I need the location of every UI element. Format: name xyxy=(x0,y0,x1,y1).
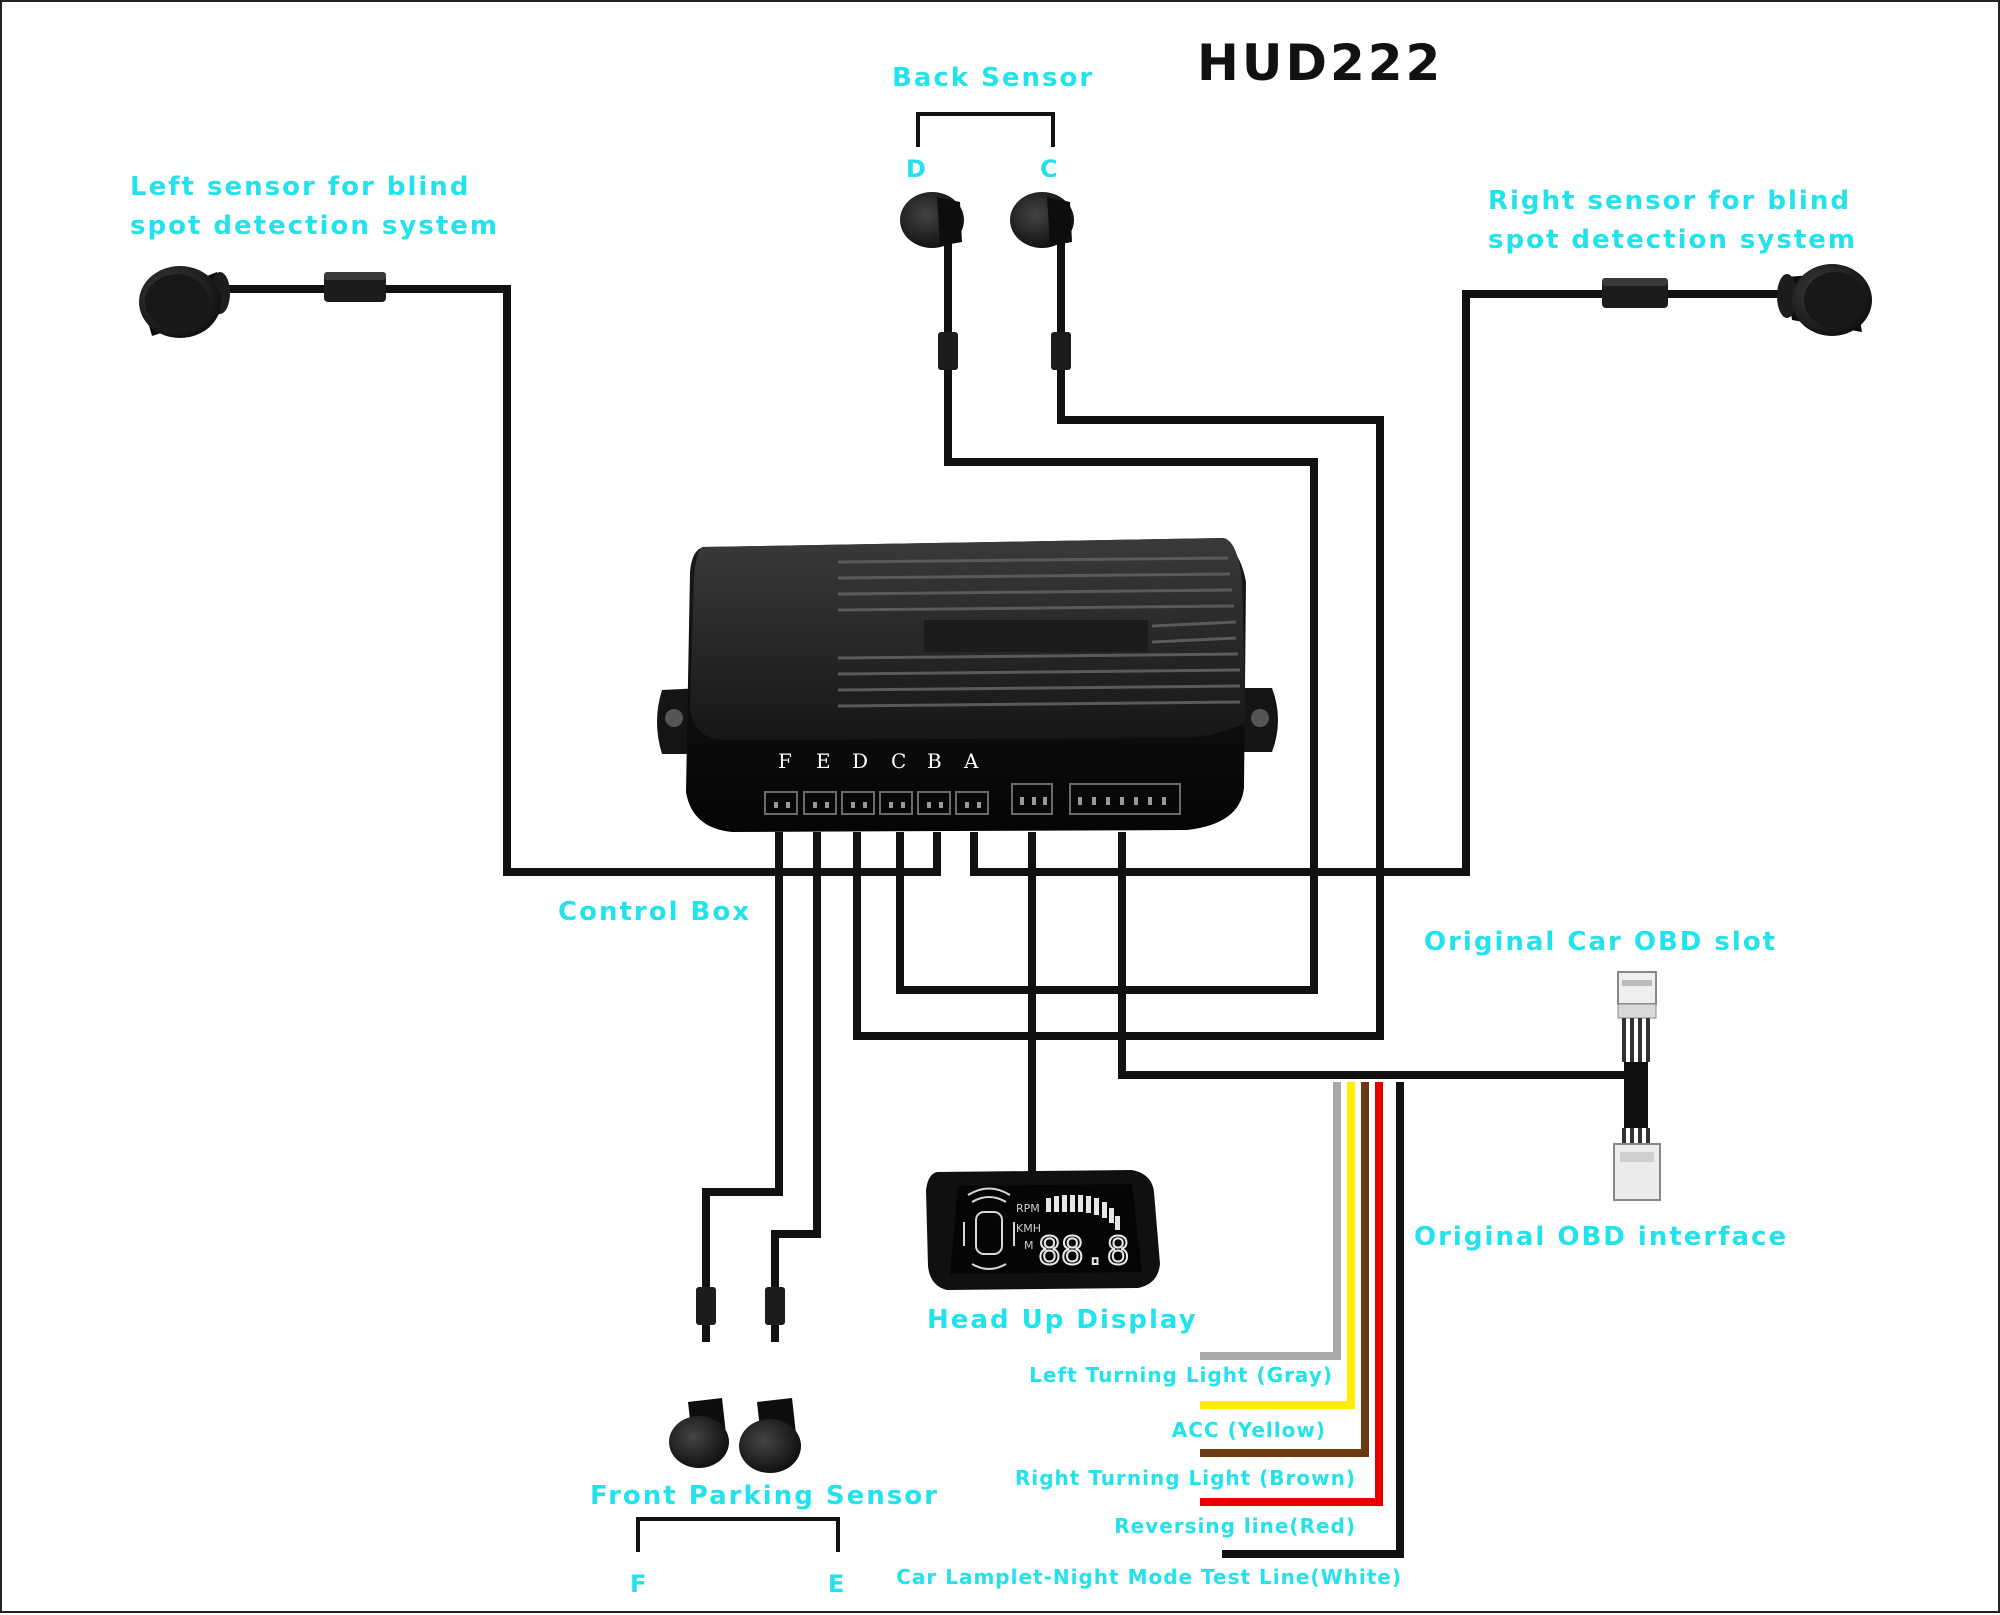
obd-interface-label: Original OBD interface xyxy=(1414,1222,1788,1252)
front-sensor-f xyxy=(669,1287,729,1468)
hud-kmh-label: KMH xyxy=(1016,1222,1041,1235)
hud-rpm-label: RPM xyxy=(1016,1202,1040,1215)
diagram-title: HUD222 xyxy=(1197,34,1443,92)
wire-gray xyxy=(1200,1082,1341,1360)
wire-label-red: Reversing line(Red) xyxy=(1114,1514,1356,1538)
front-sensor-f-label: F xyxy=(630,1570,648,1598)
back-sensor-d xyxy=(900,192,964,370)
left-sensor-filter xyxy=(324,272,386,302)
wire-front-f xyxy=(702,832,783,1342)
front-sensor-e-label: E xyxy=(828,1570,846,1598)
front-sensor-label: Front Parking Sensor xyxy=(590,1481,939,1511)
wire-label-white: Car Lamplet-Night Mode Test Line(White) xyxy=(896,1565,1402,1589)
port-label-d: D xyxy=(852,749,868,773)
wire-obd-to-plug xyxy=(1402,1062,1636,1079)
control-box: F E D C B A xyxy=(657,538,1278,832)
control-box-label: Control Box xyxy=(558,897,751,927)
hud-digits: 88.8 xyxy=(1038,1229,1130,1273)
wire-label-gray: Left Turning Light (Gray) xyxy=(1029,1363,1333,1387)
wire-left-sensor xyxy=(217,285,941,876)
right-blind-spot-sensor xyxy=(1777,264,1872,336)
front-sensor-bracket xyxy=(636,1517,840,1552)
port-label-e: E xyxy=(816,749,831,773)
back-sensor-bracket xyxy=(916,112,1055,147)
head-up-display: RPM KMH M 88.8 xyxy=(926,1170,1160,1290)
front-sensor-e xyxy=(739,1287,801,1473)
hud-m-label: M xyxy=(1024,1239,1034,1252)
right-sensor-filter xyxy=(1602,278,1668,308)
obd-slot-label: Original Car OBD slot xyxy=(1424,927,1777,957)
obd-plug xyxy=(1613,971,1661,1201)
right-sensor-label-line2: spot detection system xyxy=(1488,225,1857,255)
wiring xyxy=(217,242,1792,1342)
wire-back-d xyxy=(896,242,1318,994)
left-blind-spot-sensor xyxy=(139,266,230,338)
port-label-b: B xyxy=(927,749,942,773)
left-sensor-label-line2: spot detection system xyxy=(130,211,499,241)
wire-brown xyxy=(1200,1082,1369,1457)
wire-label-yellow: ACC (Yellow) xyxy=(1172,1418,1326,1442)
port-label-a: A xyxy=(963,749,979,773)
back-sensor-c-label: C xyxy=(1040,155,1060,183)
wire-white xyxy=(1222,1082,1404,1558)
left-sensor-label-line1: Left sensor for blind xyxy=(130,172,470,202)
wire-back-c xyxy=(853,242,1384,1040)
wire-right-sensor xyxy=(970,290,1792,876)
wire-label-brown: Right Turning Light (Brown) xyxy=(1015,1466,1356,1490)
obd-color-wires xyxy=(1200,1082,1404,1558)
back-sensor-label: Back Sensor xyxy=(892,63,1094,93)
back-sensor-c xyxy=(1010,192,1074,370)
back-sensor-d-label: D xyxy=(906,155,928,183)
port-label-f: F xyxy=(778,749,792,773)
wire-yellow xyxy=(1200,1082,1355,1409)
wire-red xyxy=(1200,1082,1383,1506)
right-sensor-label-line1: Right sensor for blind xyxy=(1488,186,1851,216)
port-label-c: C xyxy=(891,749,906,773)
hud-label: Head Up Display xyxy=(927,1305,1198,1335)
